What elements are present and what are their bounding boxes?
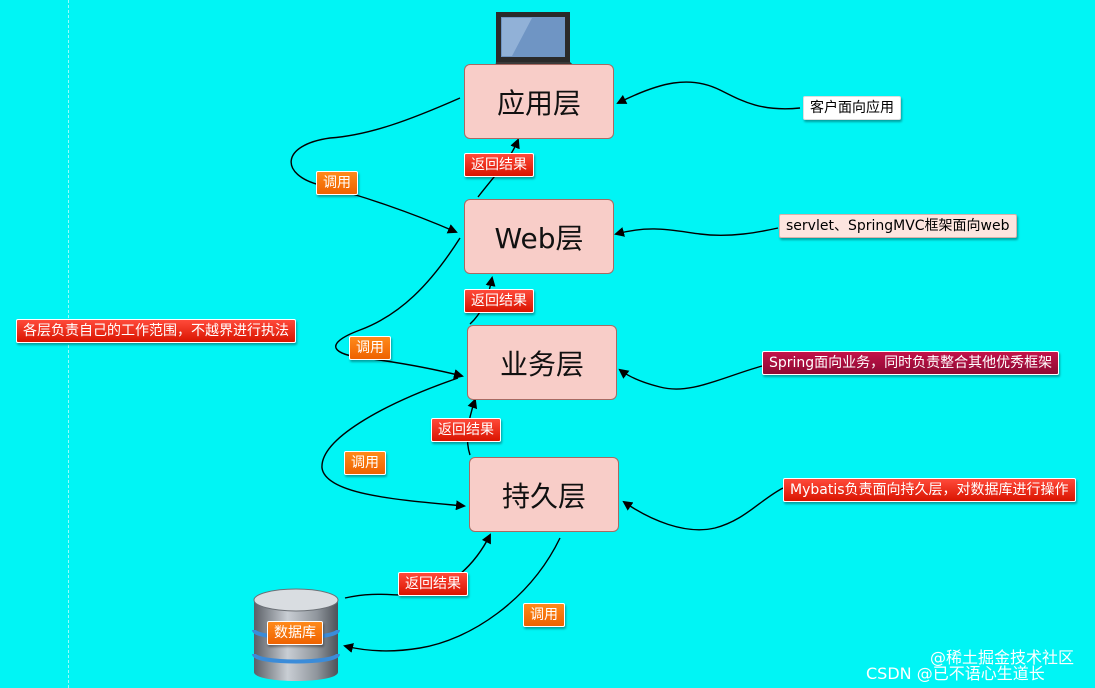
guide-line xyxy=(68,0,69,688)
call-label-app-web: 调用 xyxy=(316,171,358,195)
return-label-database-persistence: 返回结果 xyxy=(398,572,468,596)
note-web: servlet、SpringMVC框架面向web xyxy=(779,214,1017,238)
call-arrow-web-business xyxy=(335,237,464,379)
note-business: Spring面向业务，同时负责整合其他优秀框架 xyxy=(762,351,1060,375)
note-principle: 各层负责自己的工作范围，不越界进行执法 xyxy=(16,319,296,343)
note-arrow-app xyxy=(616,81,801,110)
web-layer-box: Web层 xyxy=(464,199,614,274)
watermark-juejin: @稀土掘金技术社区 xyxy=(930,648,1075,667)
note-arrow-business xyxy=(618,365,763,390)
call-arrow-business-persistence xyxy=(321,377,466,511)
persistence-layer-box: 持久层 xyxy=(469,457,619,532)
database-label: 数据库 xyxy=(267,621,323,645)
return-label-web-app: 返回结果 xyxy=(464,153,534,177)
app-layer-box: 应用层 xyxy=(464,64,614,139)
database-icon xyxy=(252,588,340,681)
return-label-persistence-business: 返回结果 xyxy=(431,418,501,442)
note-arrow-persistence xyxy=(622,487,784,531)
return-label-business-web: 返回结果 xyxy=(464,289,534,313)
note-app: 客户面向应用 xyxy=(803,96,901,120)
call-label-business-persistence: 调用 xyxy=(344,451,386,475)
note-persistence: Mybatis负责面向持久层，对数据库进行操作 xyxy=(783,478,1076,502)
watermark-csdn: CSDN @已不语心生道长 xyxy=(866,664,1045,683)
call-label-web-business: 调用 xyxy=(349,336,391,360)
note-arrow-web xyxy=(614,227,779,237)
business-layer-box: 业务层 xyxy=(467,325,617,400)
call-label-persistence-database: 调用 xyxy=(523,603,565,627)
call-arrow-persistence-database xyxy=(343,537,561,653)
call-arrow-app-web xyxy=(290,97,461,234)
